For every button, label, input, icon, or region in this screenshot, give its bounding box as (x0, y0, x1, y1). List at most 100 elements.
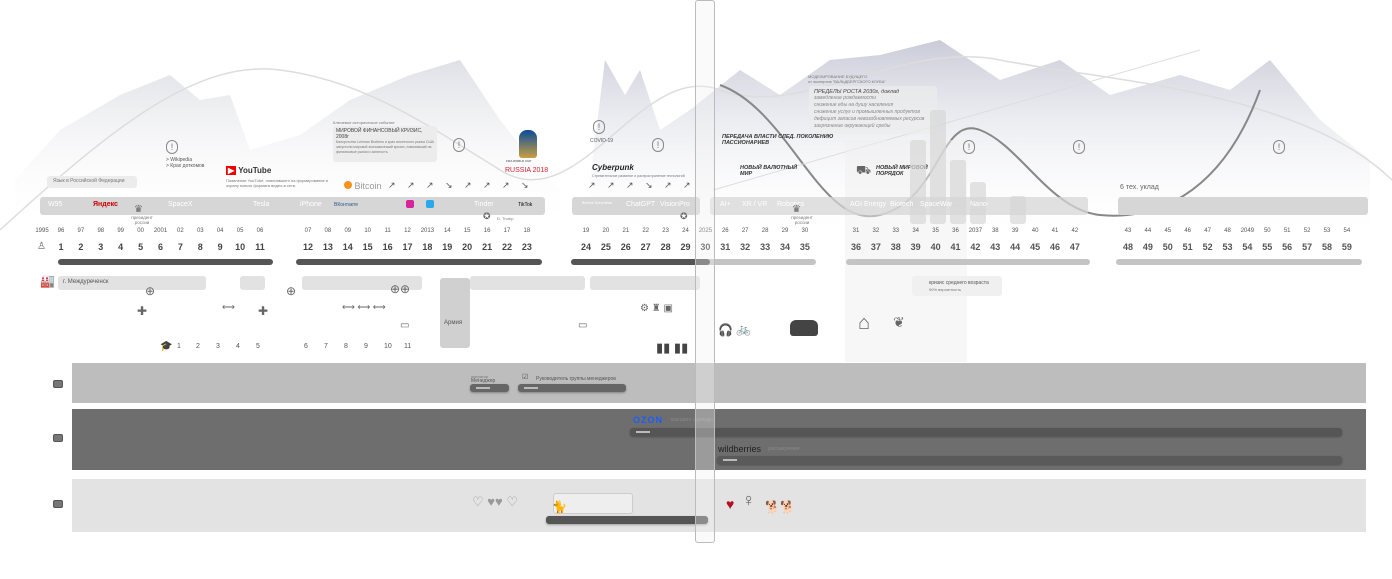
alert-icon: ! (1073, 140, 1085, 154)
current-year-highlight[interactable] (695, 0, 715, 543)
age-number[interactable]: 24 (580, 242, 591, 252)
job1-bar[interactable] (470, 384, 509, 392)
alert-icon: ! (1273, 140, 1285, 154)
age-number[interactable]: 25 (600, 242, 611, 252)
age-number[interactable]: 43 (990, 242, 1001, 252)
tech-vkontakte[interactable]: ВКонтакте (334, 202, 359, 208)
wildberries-bar[interactable] (717, 456, 1342, 464)
worldcup-trophy-icon (519, 130, 537, 158)
age-number[interactable]: 56 (1282, 242, 1293, 252)
order-title: НОВЫЙ МИРОВОЙ ПОРЯДОК (876, 165, 928, 177)
globe-icon: ⊕⊕ (390, 282, 411, 296)
tech-xrvr[interactable]: XR / VR (742, 201, 768, 208)
age-number[interactable]: 19 (442, 242, 453, 252)
tech-iphone[interactable]: iPhone (300, 201, 322, 208)
age-number[interactable]: 30 (700, 242, 711, 252)
russia-emblem-icon: ♛ (134, 204, 143, 215)
age-number[interactable]: 7 (177, 242, 183, 252)
age-number[interactable]: 32 (740, 242, 751, 252)
age-number[interactable]: 28 (660, 242, 671, 252)
age-number[interactable]: 2 (78, 242, 84, 252)
instagram-icon[interactable] (406, 200, 414, 208)
age-number[interactable]: 21 (482, 242, 493, 252)
job2-bar[interactable] (518, 384, 626, 392)
age-number[interactable]: 6 (157, 242, 163, 252)
age-number[interactable]: 34 (779, 242, 790, 252)
us-seal-icon: ✪ (483, 211, 491, 221)
tech-ai[interactable]: AI+ (720, 201, 731, 208)
tech-tesla[interactable]: Tesla (253, 201, 270, 208)
age-number[interactable]: 48 (1122, 242, 1133, 252)
age-number[interactable]: 46 (1049, 242, 1060, 252)
age-number[interactable]: 44 (1010, 242, 1021, 252)
age-number[interactable]: 59 (1341, 242, 1352, 252)
ozon-bar[interactable] (630, 428, 1342, 436)
age-number[interactable]: 11 (255, 242, 265, 252)
age-number[interactable]: 9 (217, 242, 223, 252)
age-number[interactable]: 31 (720, 242, 731, 252)
age-number[interactable]: 47 (1069, 242, 1080, 252)
age-number[interactable]: 37 (870, 242, 881, 252)
age-number[interactable]: 40 (930, 242, 941, 252)
age-number[interactable]: 42 (970, 242, 981, 252)
age-number[interactable]: 17 (402, 242, 413, 252)
age-number[interactable]: 55 (1262, 242, 1273, 252)
age-number[interactable]: 1 (58, 242, 64, 252)
age-number[interactable]: 23 (521, 242, 532, 252)
tech-visionpro[interactable]: VisionPro (660, 201, 690, 208)
age-number[interactable]: 39 (910, 242, 921, 252)
age-number[interactable]: 8 (197, 242, 203, 252)
age-number[interactable]: 52 (1202, 242, 1213, 252)
limits-title: ПРЕДЕЛЫ РОСТА 2030г, доклад (814, 89, 900, 95)
age-number[interactable]: 20 (462, 242, 473, 252)
school-grade: 4 (236, 343, 240, 350)
tech-yandex[interactable]: Яндекс (93, 201, 118, 208)
age-number[interactable]: 51 (1182, 242, 1193, 252)
tech-beeline[interactable]: Beeline Dzerzhinsk (582, 201, 612, 205)
age-number[interactable]: 57 (1302, 242, 1313, 252)
age-number[interactable]: 13 (322, 242, 333, 252)
age-number[interactable]: 3 (98, 242, 104, 252)
tech-tiktok[interactable]: TikTok (518, 202, 533, 208)
age-number[interactable]: 54 (1242, 242, 1253, 252)
tech-agi-energy[interactable]: AGI Energy (850, 201, 887, 208)
age-number[interactable]: 36 (850, 242, 861, 252)
puzzle-icon: ✚ (137, 304, 148, 318)
age-number[interactable]: 15 (362, 242, 373, 252)
tech-tinder[interactable]: Tinder (474, 201, 494, 208)
age-number[interactable]: 4 (118, 242, 124, 252)
age-number[interactable]: 26 (620, 242, 631, 252)
tech-spacex[interactable]: SpaceX (168, 201, 193, 208)
tech-nano[interactable]: Nano- (970, 201, 990, 208)
age-number[interactable]: 5 (138, 242, 144, 252)
age-number[interactable]: 41 (950, 242, 961, 252)
year-label: 54 (1343, 228, 1351, 234)
age-number[interactable]: 22 (501, 242, 512, 252)
tech-spacewar[interactable]: SpaceWar (920, 201, 953, 208)
age-number[interactable]: 35 (799, 242, 810, 252)
age-number[interactable]: 29 (680, 242, 691, 252)
heart-icon: ♥ (726, 496, 735, 512)
age-number[interactable]: 45 (1030, 242, 1041, 252)
age-number[interactable]: 27 (640, 242, 651, 252)
tech-robotics[interactable]: Robotics (777, 201, 805, 208)
age-number[interactable]: 12 (302, 242, 313, 252)
age-number[interactable]: 18 (422, 242, 433, 252)
age-number[interactable]: 50 (1162, 242, 1173, 252)
age-number[interactable]: 53 (1222, 242, 1233, 252)
age-number[interactable]: 10 (235, 242, 246, 252)
future-shade (845, 140, 967, 362)
age-number[interactable]: 16 (382, 242, 393, 252)
laptop-icon: ▭ (400, 320, 410, 331)
telegram-icon[interactable] (426, 200, 434, 208)
age-number[interactable]: 49 (1142, 242, 1153, 252)
tech-w95[interactable]: W95 (48, 201, 63, 208)
tech-chatgpt[interactable]: ChatGPT (626, 201, 656, 208)
tech-biotech[interactable]: Biotech (890, 201, 914, 208)
relationship-bar[interactable] (546, 516, 708, 524)
age-number[interactable]: 58 (1321, 242, 1332, 252)
age-number[interactable]: 33 (760, 242, 771, 252)
year-label: 2037 (968, 228, 983, 234)
age-number[interactable]: 38 (890, 242, 901, 252)
age-number[interactable]: 14 (342, 242, 353, 252)
